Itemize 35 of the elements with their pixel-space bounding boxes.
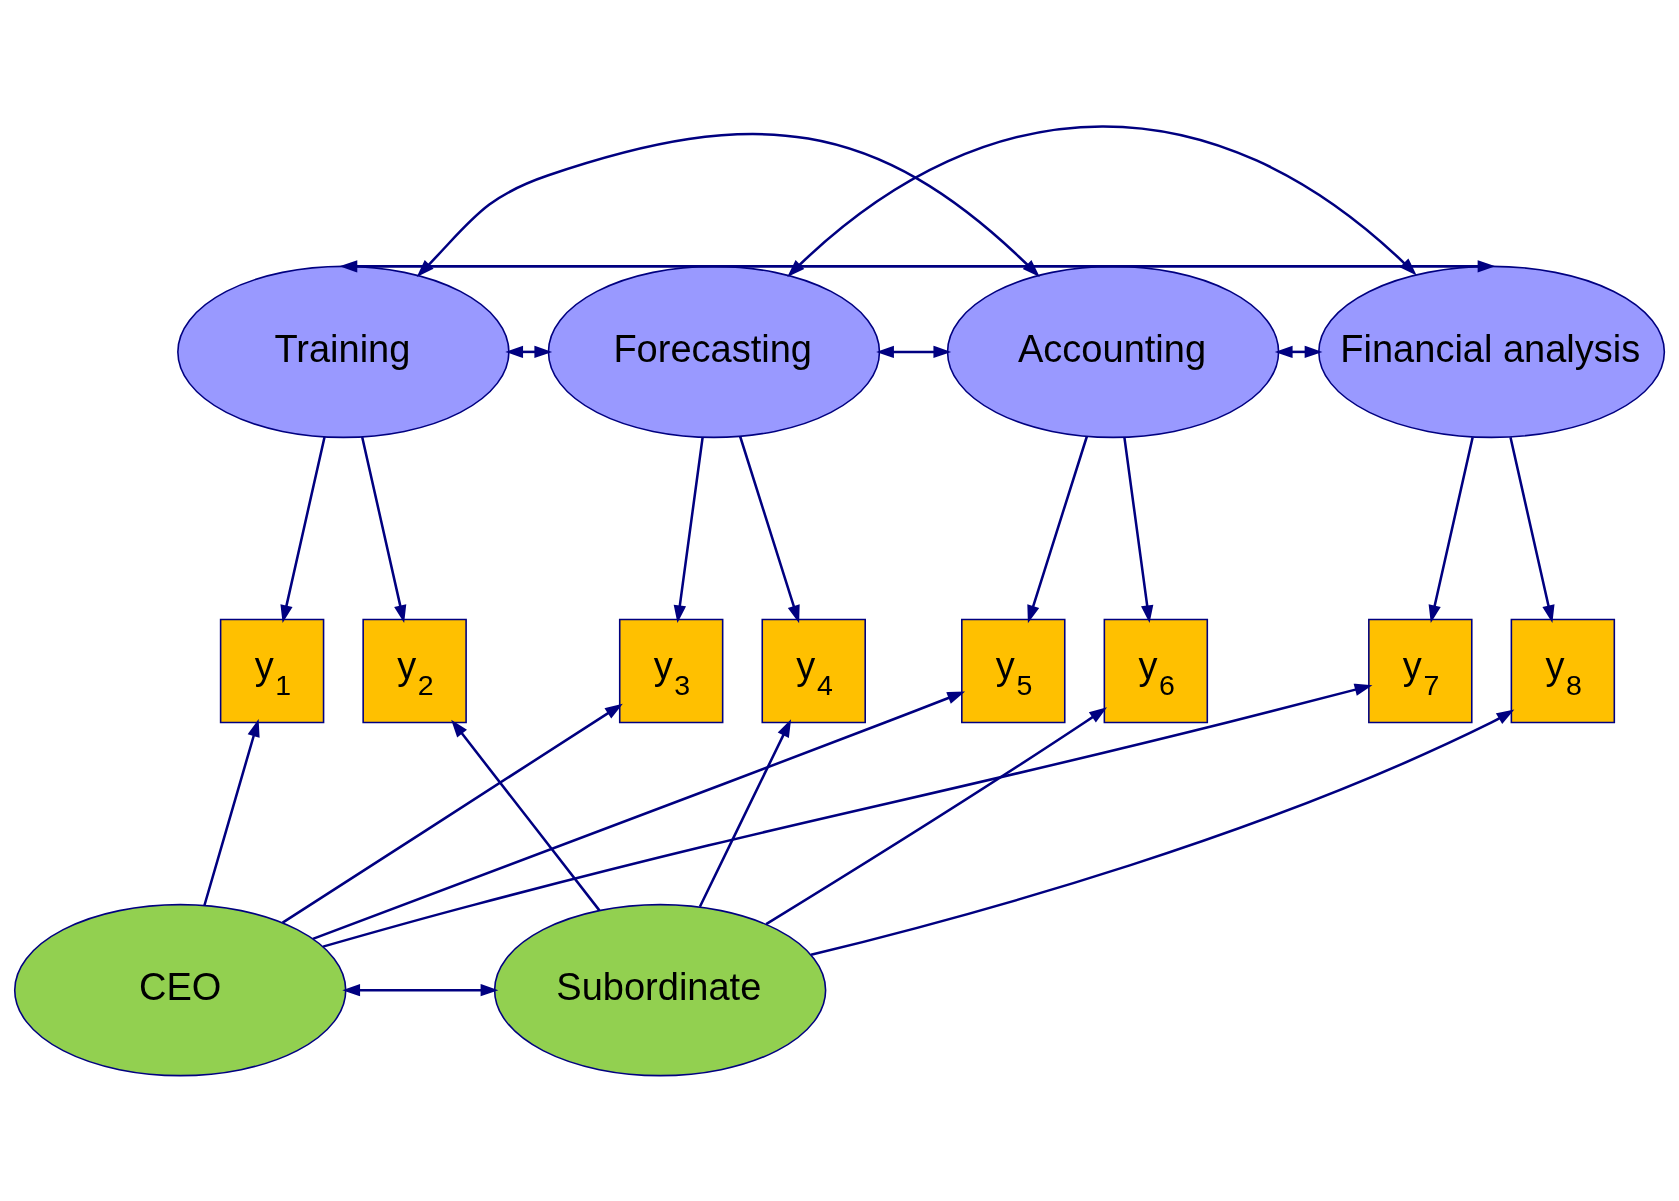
arrow (280, 436, 326, 623)
arrow (281, 703, 623, 924)
arrow (203, 718, 260, 906)
arrow (451, 719, 601, 911)
node-box: y$_{1}$ (219, 618, 325, 723)
node-ellipse: Forecasting (547, 265, 881, 438)
arrow (360, 436, 407, 623)
arrow (698, 718, 792, 907)
arrow (673, 436, 704, 623)
arrow (312, 690, 966, 940)
arrow (876, 345, 952, 358)
node-ellipse: CEO (13, 903, 347, 1076)
arrow (765, 706, 1108, 925)
node-box: y$_{2}$ (362, 618, 467, 723)
node-box: y$_{5}$ (961, 618, 1066, 723)
node-box: y$_{3}$ (618, 618, 724, 723)
arrow (1123, 436, 1154, 623)
arrow (339, 259, 1496, 273)
node-ellipse: Subordinate (493, 903, 827, 1076)
node-ellipse: Financial analysis (1318, 265, 1666, 438)
arrow (1428, 436, 1474, 623)
arrow (1509, 436, 1555, 623)
node-box: y$_{6}$ (1103, 618, 1209, 723)
arrow (1274, 345, 1323, 358)
node-box: y$_{8}$ (1510, 618, 1616, 723)
node-ellipse: Training (177, 265, 510, 438)
node-box: y$_{4}$ (761, 618, 866, 723)
arrow (342, 983, 499, 996)
node-box: y$_{7}$ (1368, 618, 1473, 723)
arrow (322, 683, 1373, 948)
arrow (810, 709, 1515, 956)
arrow (505, 345, 553, 358)
arrow (738, 435, 800, 623)
arrow (1027, 435, 1089, 623)
node-ellipse: Accounting (946, 265, 1280, 438)
